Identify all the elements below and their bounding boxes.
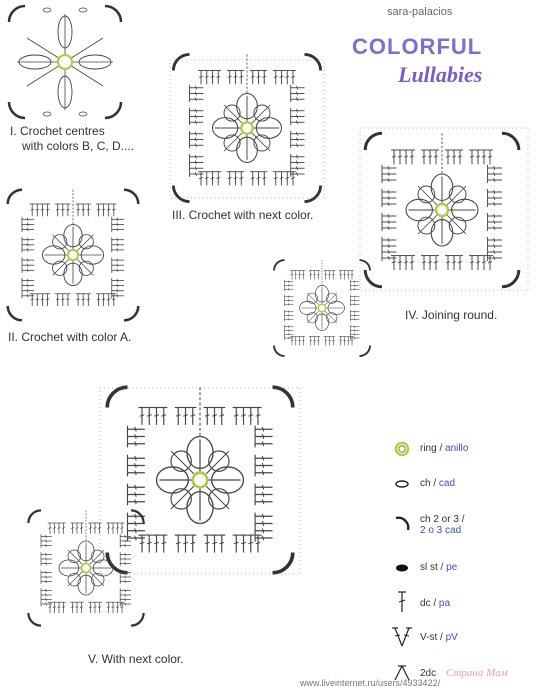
caption-step-4: IV. Joining round.	[405, 308, 498, 322]
stitch-legend: ring / anillo ch / cad ch 2 or 3 / 2 o 3…	[390, 438, 550, 688]
legend-item-ring: ring / anillo	[420, 443, 469, 454]
decrease-icon	[394, 665, 410, 681]
logo-lullabies: Lullabies	[398, 62, 483, 87]
caption-step-1-line2: with colors B, C, D....	[22, 139, 135, 153]
caption-step-2: II. Crochet with color A.	[8, 330, 132, 344]
watermark-brand: Страна Мам	[446, 667, 508, 679]
v-stitch-icon	[392, 627, 412, 647]
caption-step-5: V. With next color.	[88, 652, 184, 666]
watermark-url: www.liveinternet.ru/users/4933422/	[300, 678, 441, 688]
caption-step-3: III. Crochet with next color.	[172, 208, 314, 222]
chain-arc-icon	[395, 516, 410, 531]
logo-colorful: COLORFUL	[352, 34, 483, 59]
credit-text: sara-palacios	[387, 6, 453, 18]
legend-item-double-crochet: dc / pa	[420, 598, 451, 609]
ring-icon	[394, 441, 410, 457]
slip-stitch-icon	[396, 564, 408, 572]
legend-item-slip-stitch: sl st / pe	[420, 562, 458, 573]
caption-step-1: I. Crochet centres	[10, 124, 105, 138]
legend-item-chain: ch / cad	[420, 478, 456, 489]
double-crochet-icon	[398, 591, 406, 612]
legend-item-chain-arc: ch 2 or 3 / 2 o 3 cad	[420, 514, 465, 536]
legend-item-decrease: 2dc	[420, 668, 437, 679]
chain-icon	[395, 480, 409, 488]
legend-item-v-stitch: V-st / pV	[420, 632, 458, 643]
